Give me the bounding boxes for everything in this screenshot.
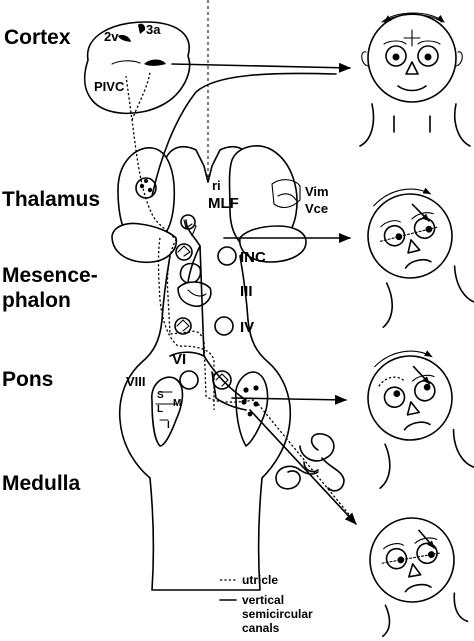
pulvinar-left: [111, 222, 178, 263]
area-3a-mark: [138, 23, 146, 34]
vestibular-nuclei-left: [151, 376, 184, 447]
arrow-to-face-medulla: [249, 409, 357, 525]
legend-vertical-2: semicircular: [242, 607, 313, 621]
label-2v: 2v: [104, 29, 119, 44]
label-pivc: PIVC: [94, 79, 125, 94]
label-ri: ri: [212, 178, 221, 193]
label-iii: III: [240, 283, 253, 300]
label-vce: Vce: [305, 201, 328, 216]
arrow-thalamus-cortex: [151, 72, 337, 197]
vim-vce-nucleus: [271, 179, 301, 209]
arrow-to-face-cortex: [171, 62, 351, 73]
label-vi: VI: [172, 351, 186, 368]
label-iv: IV: [240, 319, 254, 336]
inc-soma-left: [175, 243, 193, 261]
region-thalamus: Thalamus: [2, 188, 100, 211]
label-vn-i: I: [167, 420, 170, 431]
region-pons: Pons: [2, 368, 53, 391]
region-mesencephalon-2: phalon: [2, 289, 71, 312]
label-mlf: MLF: [208, 195, 239, 212]
area-2v-mark: [118, 34, 131, 42]
inc-nucleus: [217, 246, 237, 266]
face-medulla: [369, 517, 469, 638]
trochlear-soma-left: [174, 317, 192, 335]
legend-vertical-3: canals: [242, 621, 280, 635]
label-inc: INC: [240, 249, 266, 266]
legend: utricle vertical semicircular canals: [219, 573, 313, 635]
label-3a: 3a: [146, 22, 161, 37]
legend-vertical-1: vertical: [242, 593, 284, 607]
face-pons: [367, 350, 474, 489]
region-medulla: Medulla: [2, 472, 80, 495]
label-vim: Vim: [305, 184, 329, 199]
pivc-mark: [144, 59, 166, 66]
abducens-nucleus: [179, 370, 199, 390]
utricle-pathway: [125, 75, 255, 403]
label-viii: VIII: [126, 374, 146, 389]
pulvinar-right: [239, 225, 307, 263]
label-vn-m: M: [173, 398, 181, 409]
label-vn-l: L: [157, 404, 163, 415]
label-vn-s: S: [157, 390, 164, 401]
region-mesencephalon-1: Mesence-: [2, 264, 98, 287]
face-cortex: [359, 12, 471, 147]
legend-utricle: utricle: [242, 573, 278, 587]
region-cortex: Cortex: [4, 26, 71, 49]
cortex-hemisphere: [83, 21, 191, 115]
face-mesencephalon: [367, 187, 474, 328]
trochlear-nucleus: [214, 316, 234, 336]
labyrinth: [275, 433, 345, 492]
arrow-to-face-pons: [231, 394, 347, 405]
